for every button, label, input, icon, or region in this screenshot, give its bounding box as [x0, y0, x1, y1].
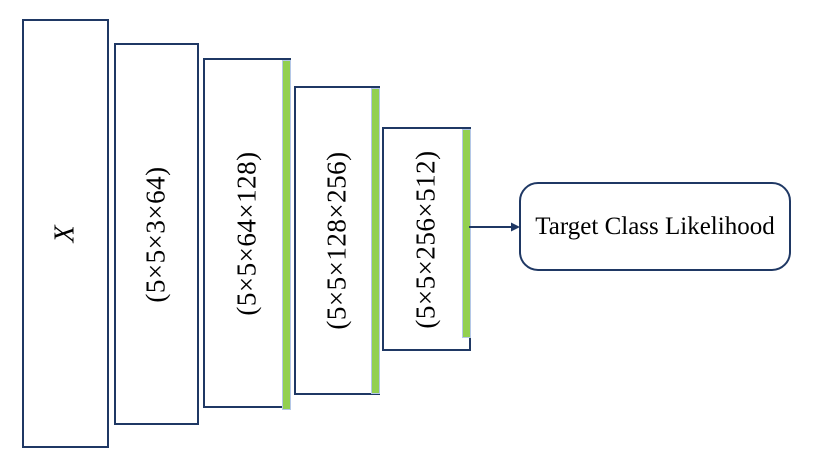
- output-box: Target Class Likelihood: [519, 182, 791, 271]
- activation-bar: [371, 88, 380, 394]
- conv-layer-1-box: (5×5×3×64): [114, 43, 199, 425]
- input-layer-label: X: [49, 224, 81, 243]
- conv-layer-2-label: (5×5×64×128): [231, 150, 262, 316]
- input-layer-box: X: [22, 19, 109, 448]
- conv-layer-3-box: (5×5×128×256): [294, 86, 380, 395]
- conv-layer-3-label: (5×5×128×256): [321, 151, 352, 330]
- conv-layer-4-box: (5×5×256×512): [382, 127, 471, 351]
- conv-layer-1-label: (5×5×3×64): [141, 165, 172, 303]
- output-label: Target Class Likelihood: [535, 212, 775, 240]
- conv-layer-2-box: (5×5×64×128): [203, 58, 291, 410]
- activation-bar: [462, 129, 471, 338]
- conv-layer-4-label: (5×5×256×512): [411, 149, 442, 329]
- activation-bar: [282, 60, 291, 410]
- arrow-right-icon: [469, 222, 520, 232]
